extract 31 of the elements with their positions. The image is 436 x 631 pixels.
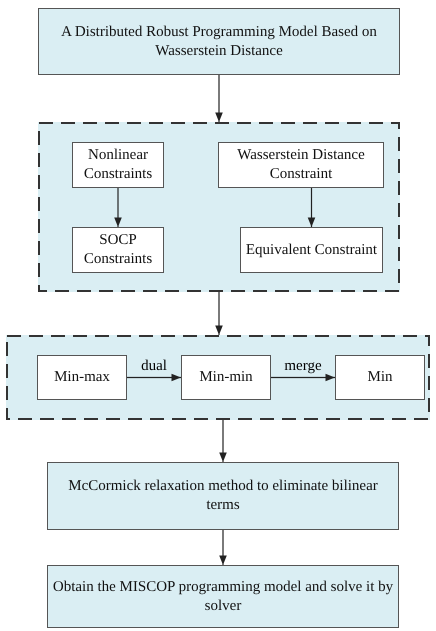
node-text: Nonlinear Constraints bbox=[82, 146, 154, 184]
process-box bbox=[218, 142, 384, 188]
node-text: Min bbox=[367, 368, 392, 387]
arrow bbox=[219, 420, 227, 462]
node-text: Obtain the MISCOP programming model and solve it by solver bbox=[52, 578, 394, 616]
node-text: Wasserstein Distance Constraint bbox=[236, 146, 366, 184]
arrow bbox=[215, 292, 223, 335]
edge-label: dual bbox=[139, 358, 169, 374]
node-text: Min-min bbox=[199, 368, 253, 387]
process-box bbox=[72, 227, 164, 273]
process-box bbox=[181, 355, 271, 400]
dashed-group-box bbox=[6, 335, 430, 420]
arrow bbox=[114, 188, 122, 227]
arrow bbox=[215, 75, 223, 122]
process-box bbox=[240, 227, 383, 273]
dashed-group-box bbox=[38, 122, 400, 292]
process-box bbox=[38, 8, 400, 75]
arrow bbox=[219, 530, 227, 565]
node-text: Min-max bbox=[54, 368, 110, 387]
arrow bbox=[271, 374, 335, 382]
process-box bbox=[37, 355, 127, 400]
node-text: SOCP Constraints bbox=[82, 231, 154, 269]
process-box bbox=[47, 565, 399, 628]
node-text: Equivalent Constraint bbox=[246, 240, 378, 260]
process-box bbox=[335, 355, 425, 400]
process-box bbox=[47, 462, 399, 530]
arrow bbox=[308, 188, 316, 227]
node-text: McCormick relaxation method to eliminate bilinear terms bbox=[67, 477, 379, 515]
arrow bbox=[127, 374, 181, 382]
node-text: A Distributed Robust Programming Model Based on Wasserstein Distance bbox=[60, 22, 378, 60]
process-box bbox=[72, 142, 164, 188]
